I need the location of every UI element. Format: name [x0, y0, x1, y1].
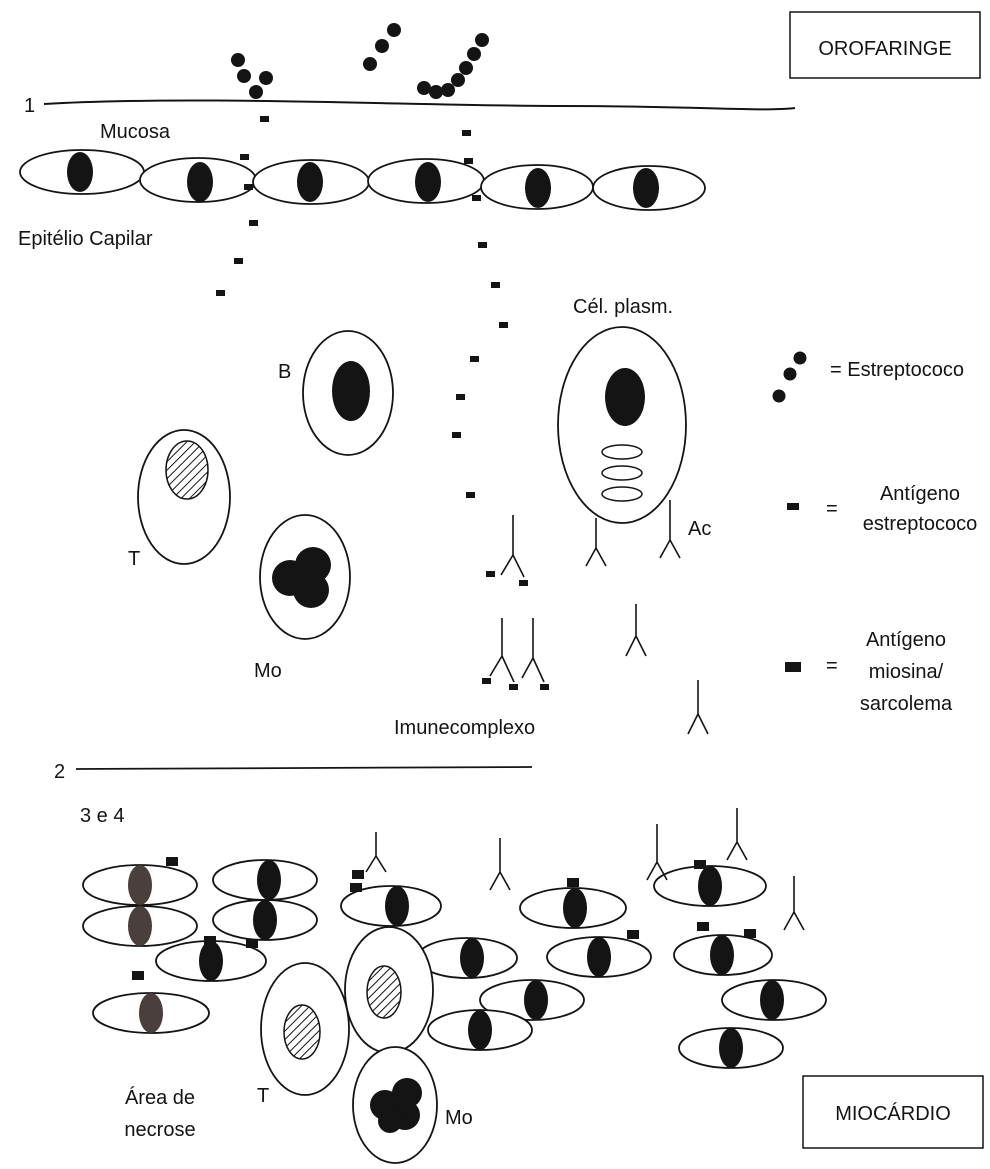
immunecomplex-label: Imunecomplexo [394, 717, 535, 739]
stage-3-4-label: 3 e 4 [80, 805, 124, 827]
t-cell-top-label: T [128, 548, 140, 570]
miocardio-label: MIOCÁRDIO [835, 1102, 951, 1125]
legend-eq-1: = [826, 498, 838, 520]
plasma-cell-label: Cél. plasm. [573, 296, 673, 318]
legend-myosin-antigen-line3: sarcolema [860, 693, 953, 715]
b-lymphocyte [303, 331, 393, 455]
mucosa-label: Mucosa [100, 121, 171, 143]
legend-eq-2: = [826, 655, 838, 677]
streptococcus-cluster-right [417, 33, 489, 99]
legend-myosin-antigen-icon [785, 662, 801, 672]
immune-complexes [482, 515, 549, 690]
monocyte-bottom [353, 1047, 437, 1163]
legend-strep-antigen-icon [787, 503, 799, 510]
legend-myosin-antigen-line1: Antígeno [866, 629, 946, 651]
streptococcus-cluster-middle [363, 23, 401, 71]
legend-myosin-antigen-line2: miosina/ [869, 661, 944, 683]
t-lymphocyte-top [138, 430, 230, 564]
antibody-label: Ac [688, 518, 711, 540]
b-cell-label: B [278, 361, 291, 383]
mo-top-label: Mo [254, 660, 282, 682]
mucosa-line [44, 100, 795, 109]
capillary-epithelium [20, 150, 705, 210]
plasma-cell [558, 327, 686, 523]
t-cell-bottom-label: T [257, 1085, 269, 1107]
t-lymphocyte-bottom [261, 963, 349, 1095]
orofaringe-box: OROFARINGE [790, 12, 980, 78]
monocyte-top [260, 515, 350, 639]
legend-streptococcus-text: = Estreptococo [830, 359, 964, 381]
necrosis-label-line1: Área de [125, 1086, 195, 1109]
stage-2-line [76, 767, 532, 769]
legend-strep-antigen-line1: Antígeno [880, 483, 960, 505]
legend-streptococcus-icon [773, 352, 807, 403]
stage-2-number: 2 [54, 761, 65, 783]
necrosis-label-line2: necrose [124, 1119, 195, 1141]
orofaringe-label: OROFARINGE [818, 38, 951, 60]
legend-strep-antigen-line2: estreptococo [863, 513, 978, 535]
mo-bottom-label: Mo [445, 1107, 473, 1129]
miocardio-box: MIOCÁRDIO [803, 1076, 983, 1148]
lymphocyte-bottom [345, 927, 433, 1053]
stage-1-number: 1 [24, 95, 35, 117]
epithelium-label: Epitélio Capilar [18, 228, 153, 250]
legend: = Estreptococo = Antígeno estreptococo =… [773, 352, 978, 716]
streptococcus-cluster-left [231, 53, 273, 99]
